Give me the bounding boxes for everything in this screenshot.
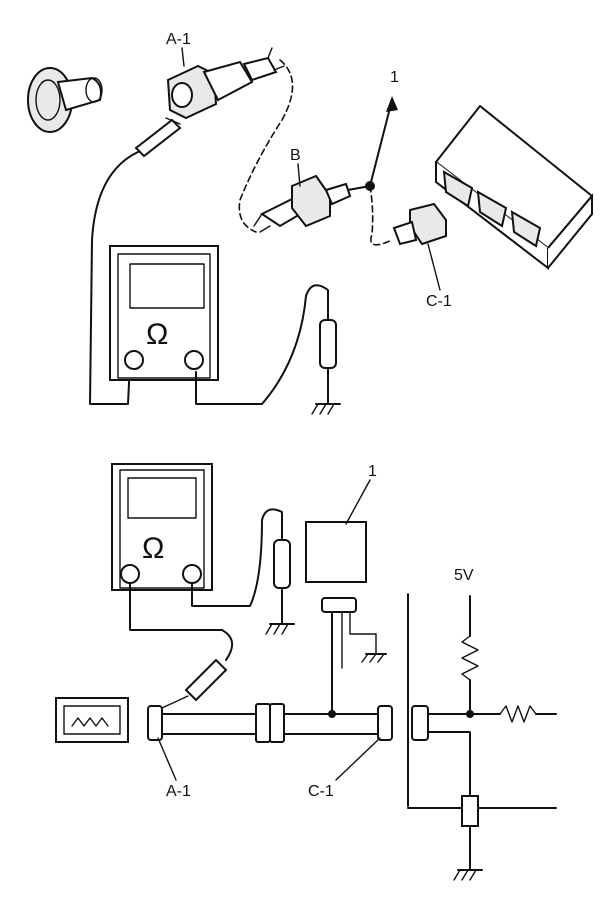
connector-a1-bottom — [147, 705, 163, 741]
sense-element — [461, 795, 479, 827]
connector-b — [253, 174, 352, 233]
connector-b-bottom-right — [269, 703, 285, 743]
ecu-connector-bottom — [411, 705, 429, 741]
ohm-symbol-top: Ω — [146, 318, 168, 351]
ground-icon — [361, 653, 387, 663]
label-c1-bottom: C-1 — [308, 783, 334, 800]
connector-c1-bottom — [377, 705, 393, 741]
ground-icon — [453, 869, 483, 881]
label-c1-top: C-1 — [426, 293, 452, 310]
sensor-icon — [27, 67, 103, 133]
ecu-module-icon — [434, 104, 594, 271]
part-1-box — [305, 521, 367, 583]
ohm-symbol-bottom: Ω — [142, 532, 164, 565]
label-1-bottom: 1 — [368, 463, 377, 480]
label-a1-top: A-1 — [166, 31, 191, 48]
ground-icon — [265, 587, 295, 635]
probe-ground-bottom — [273, 539, 291, 589]
top-pictorial-view: A-1 B 1 — [27, 31, 594, 415]
part-1-connector — [321, 597, 357, 613]
resistor-icon — [461, 635, 479, 681]
probe-a1 — [134, 118, 182, 158]
label-a1-bottom: A-1 — [166, 783, 191, 800]
probe-ground-top — [319, 319, 337, 369]
ground-icon — [311, 367, 341, 415]
connector-a1 — [166, 47, 285, 120]
sensor-icon — [55, 697, 129, 743]
label-b-top: B — [290, 147, 301, 164]
bottom-schematic-view: Ω A-1 — [55, 463, 557, 881]
probe-a1-bottom — [184, 658, 228, 702]
label-1-top: 1 — [390, 69, 399, 86]
multimeter-icon: Ω — [111, 463, 213, 591]
connector-b-bottom-left — [255, 703, 271, 743]
multimeter-icon: Ω — [109, 245, 219, 381]
resistor-icon — [499, 705, 537, 723]
label-5v: 5V — [454, 567, 474, 584]
connector-c1 — [392, 202, 447, 246]
